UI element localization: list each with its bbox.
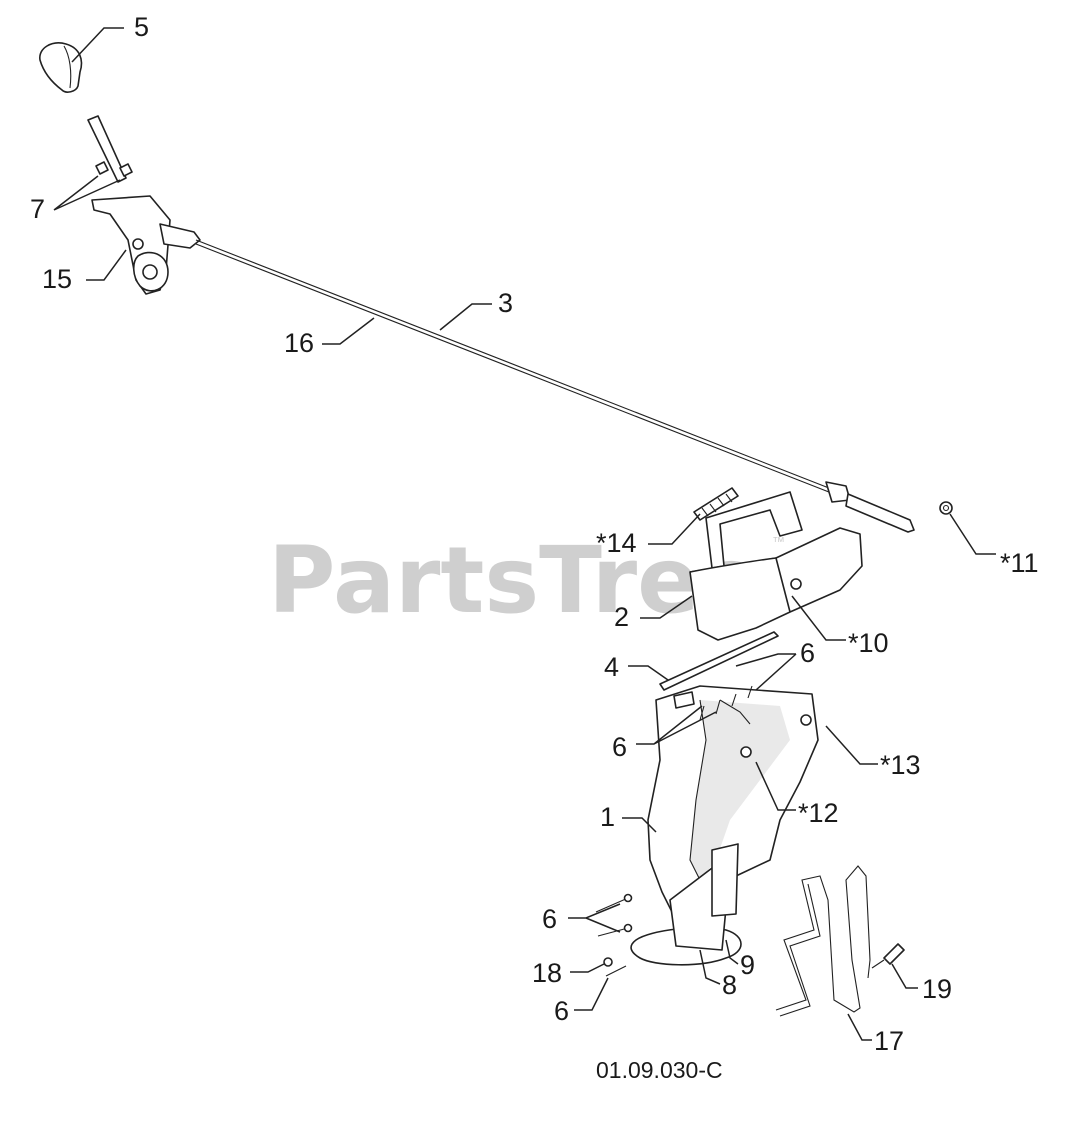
callout-11: *11: [1000, 548, 1039, 578]
callout-10: *10: [848, 628, 889, 658]
callout-6-left: 6: [542, 904, 557, 934]
part-control-lever: [87, 115, 201, 295]
callout-15: 15: [42, 264, 72, 294]
callout-6-mid: 6: [612, 732, 627, 762]
callout-17: 17: [874, 1026, 904, 1056]
diagram-code: 01.09.030-C: [596, 1057, 723, 1083]
part-spring-14: [693, 487, 739, 521]
part-bolts: [595, 685, 753, 977]
callout-6-bottom: 6: [554, 996, 569, 1026]
callout-14: *14: [596, 528, 637, 558]
leader-lines: [53, 27, 996, 1041]
part-control-rod: [195, 239, 915, 533]
callout-18: 18: [532, 958, 562, 988]
watermark-brand: PartsTree: [268, 527, 762, 634]
part-spring-19: [871, 943, 905, 969]
callout-8: 8: [722, 970, 737, 1000]
part-rod-17: [775, 865, 871, 1017]
part-deflector: [689, 491, 863, 641]
part-chute: [630, 685, 819, 966]
callout-9: 9: [740, 950, 755, 980]
part-plate-4: [659, 631, 779, 691]
callout-6-top: 6: [800, 638, 815, 668]
callout-2: 2: [614, 602, 629, 632]
callout-7: 7: [30, 194, 45, 224]
part-knob: [39, 42, 83, 93]
callout-16: 16: [284, 328, 314, 358]
callout-5: 5: [134, 12, 149, 42]
part-nut-11: [939, 501, 953, 515]
callout-1: 1: [600, 802, 615, 832]
callout-19: 19: [922, 974, 952, 1004]
callout-13: *13: [880, 750, 921, 780]
callout-3: 3: [498, 288, 513, 318]
watermark-trademark: ™: [772, 534, 785, 549]
callout-labels: 5 7 15 16 3 *14 2 *10 *11 4 6 6 *13 *12 …: [30, 12, 1039, 1056]
callout-12: *12: [798, 798, 839, 828]
callout-4: 4: [604, 652, 619, 682]
